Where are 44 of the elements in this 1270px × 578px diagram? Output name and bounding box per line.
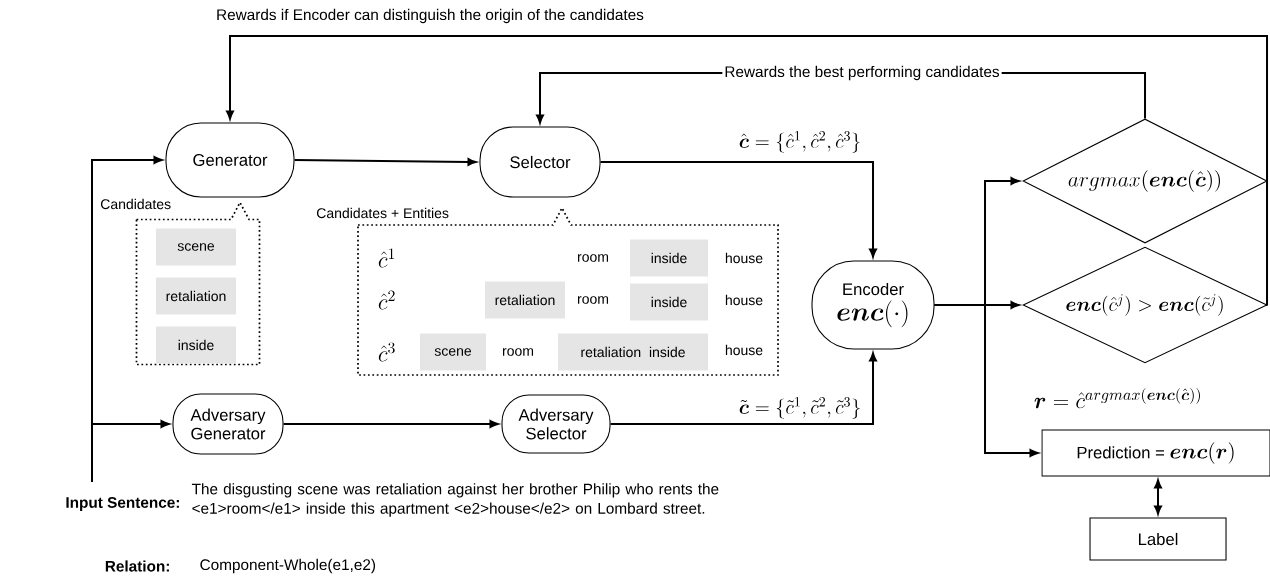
process-box: Label [1089,517,1227,561]
highlight-cell: inside [156,326,236,364]
arrow [91,420,170,428]
process-box: Encoder $\boldsymbol{enc}(\cdot)$ [811,260,935,350]
edge-label: Rewards the best performing candidates [722,63,1002,83]
highlight-cell: retaliation inside [558,333,708,371]
word: room [503,348,533,356]
arrow [1154,479,1162,515]
highlight-cell: inside [630,283,708,321]
word: Component-Whole(e1,e2) [200,558,376,574]
field-label: Relation: [105,560,169,572]
sentence-text: The disgusting scene was retaliation against her brother Philip who rents the <e1>room</e1> inside this apartment <e2>house</e2> on Lombard street. [191,483,719,517]
process-box: Prediction = $\boldsymbol{enc}(\boldsymbol{r})$ [1041,429,1270,477]
candidate-symbol: $\hat{c}^{2}$ [378,290,395,310]
callout-heading: Candidates + Entities [317,207,449,219]
process-box: Adversary Selector [501,394,611,454]
process-box: Adversary Generator [172,393,284,455]
highlight-cell: retaliation [485,281,565,319]
process-box: Selector [479,126,601,198]
word: house [725,344,763,356]
arrow [282,420,499,428]
arrow [293,158,477,166]
highlight-cell: scene [156,228,236,266]
candidate-symbol: $\hat{c}^{3}$ [378,342,395,362]
edge-label: $\boldsymbol{r} = \hat{c}^{argmax(\boldsymbol{enc}(\hat{\boldsymbol{c}}))}$ [1031,385,1205,411]
word: room [578,296,608,304]
highlight-cell: retaliation [156,277,236,315]
field-label: Input Sentence: [66,497,179,511]
word: house [725,294,763,306]
highlight-cell: inside [630,239,708,277]
callout-heading: Candidates [101,198,171,210]
edge-label: $\hat{\boldsymbol{c}} = \{\hat{c}^{1}, \hat{c}^{2}, \hat{c}^{3}\}$ [736,129,864,155]
arrow [599,161,877,258]
word: room [578,254,608,262]
arrow [226,35,1269,306]
process-box: Generator [165,122,295,198]
word: house [725,252,763,264]
arrow [933,304,1039,457]
arrow [91,156,163,483]
arrow [609,352,877,425]
edge-label: $\tilde{\boldsymbol{c}} = \{\tilde{c}^{1}, \tilde{c}^{2}, \tilde{c}^{3}\}$ [736,395,864,421]
candidate-symbol: $\hat{c}^{1}$ [378,248,395,268]
highlight-cell: scene [420,333,486,371]
edge-label: Rewards if Encoder can distinguish the origin of the candidates [214,6,646,26]
